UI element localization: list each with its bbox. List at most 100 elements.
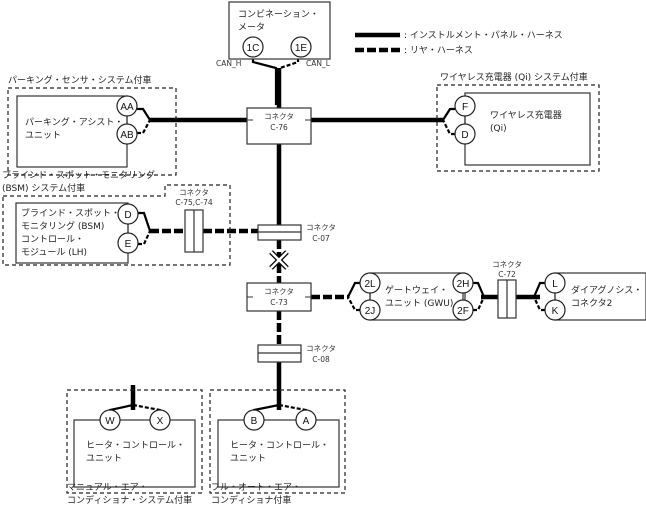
pin-bsm-d <box>117 203 139 225</box>
pin-2l-label: 2L <box>364 279 376 290</box>
can-h-label: CAN_H <box>216 59 241 68</box>
bsm-module-label-4: モジュール (LH) <box>21 248 87 258</box>
combination-meter: コンビネーション・ メータ 1C 1E CAN_H CAN_L <box>216 1 331 68</box>
gateway-unit-box <box>369 272 466 321</box>
connector-c73-label: コネクタ <box>264 287 294 296</box>
connector-c07-id: C-07 <box>312 234 330 243</box>
wire-pin-2h <box>473 281 486 298</box>
pin-w <box>99 409 121 431</box>
connector-c08-id: C-08 <box>312 355 330 364</box>
wireless-charger-label-2: (Qi) <box>490 124 507 134</box>
legend: : インストルメント・パネル・ハーネス : リヤ・ハーネス <box>355 30 563 56</box>
wireless-charger-label: ワイヤレス充電器 <box>490 109 562 121</box>
pin-x <box>149 409 171 431</box>
connector-c08: コネクタ C-08 <box>257 344 336 364</box>
connector-c73: コネクタ C-73 <box>246 282 312 312</box>
connector-c07: コネクタ C-07 <box>257 223 336 243</box>
parking-assist-unit-label-2: ユニット <box>25 131 61 141</box>
diagnosis-connector-box <box>554 272 646 321</box>
wireless-charger-group: ワイヤレス充電器 (Qi) システム付車 ワイヤレス充電器 (Qi) F D <box>436 71 600 172</box>
bsm-module-label-3: コントロール・ <box>21 235 84 245</box>
connector-c76-id: C-76 <box>270 123 288 132</box>
pin-l-label: L <box>552 279 558 290</box>
pin-1e <box>290 36 312 58</box>
connector-c08-label: コネクタ <box>306 344 336 353</box>
wire-pin-ab <box>137 119 151 135</box>
wire-pin-2l <box>347 281 360 298</box>
combination-meter-label: コンビネーション・ <box>238 9 319 20</box>
bsm-group: ブラインド・スポット・モニタリング (BSM) システム付車 ブラインド・スポッ… <box>2 169 231 266</box>
pin-2j <box>359 299 381 321</box>
wire-pin-2j <box>347 296 360 312</box>
pin-2l <box>359 272 381 294</box>
pin-l <box>544 272 566 294</box>
pin-k <box>544 299 566 321</box>
pin-bsm-d-label: D <box>124 210 131 221</box>
connector-c73-box <box>246 282 312 312</box>
wire-pin-k <box>533 296 545 312</box>
wireless-charger-group-border <box>436 84 600 172</box>
parking-assist-unit-label: パーキング・アシスト・ <box>25 116 123 128</box>
wireless-charger-group-label: ワイヤレス充電器 (Qi) システム付車 <box>440 71 588 83</box>
manual-heater-control-unit-label: ヒータ・コントロール・ <box>86 440 185 451</box>
auto-heater-control-unit-box <box>217 419 340 488</box>
pin-2f <box>452 299 474 321</box>
diagnosis-connector-label: ダイアグノシス・ <box>571 284 642 296</box>
connector-c76: コネクタ C-76 <box>246 107 312 145</box>
wire-can-h <box>251 58 278 105</box>
gateway-unit-label-2: ユニット (GWU) <box>385 299 453 309</box>
wire-pin-aa <box>137 107 151 121</box>
legend-instrument-panel-harness: : インストルメント・パネル・ハーネス <box>404 30 563 41</box>
pin-1e-label: 1E <box>295 43 308 54</box>
wire-pin-d <box>442 119 455 136</box>
connector-c76-label: コネクタ <box>264 112 294 121</box>
parking-sensor-group-border <box>7 87 177 176</box>
manual-ac-group: ヒータ・コントロール・ ユニット W X マニュアル・エア・ コンディショナ・シ… <box>66 389 203 506</box>
manual-heater-control-unit-label-2: ユニット <box>86 454 122 464</box>
gateway-unit-label: ゲートウェイ・ <box>385 284 448 296</box>
pin-2h-label: 2H <box>457 279 470 290</box>
diagnosis-connector-label-2: コネクタ2 <box>571 298 612 309</box>
connector-c07-label: コネクタ <box>306 223 336 232</box>
pin-d <box>454 123 476 145</box>
bsm-group-border <box>2 184 231 266</box>
pin-2f-label: 2F <box>457 306 469 317</box>
pin-b-label: B <box>251 416 258 427</box>
combination-meter-label-2: メータ <box>238 22 265 33</box>
cut-mark-icon <box>269 250 289 270</box>
bsm-module-label-2: モニタリング (BSM) <box>21 220 104 232</box>
bsm-module-box <box>15 202 129 264</box>
pin-f <box>454 95 476 117</box>
auto-heater-control-unit-label-2: ユニット <box>230 454 266 464</box>
legend-rear-harness: : リヤ・ハーネス <box>404 45 473 56</box>
connector-c75-c74-id: C-75,C-74 <box>175 198 213 207</box>
manual-ac-group-label: マニュアル・エア・ <box>67 483 148 493</box>
diagnosis-connector: ダイアグノシス・ コネクタ2 L K <box>532 272 646 321</box>
connector-c76-box <box>246 107 312 145</box>
gateway-unit: ゲートウェイ・ ユニット (GWU) 2L 2J 2H 2F <box>347 272 486 321</box>
pin-b <box>243 409 265 431</box>
connector-c73-id: C-73 <box>270 298 288 307</box>
pin-a-label: A <box>303 416 310 427</box>
auto-heater-control-unit-label: ヒータ・コントロール・ <box>230 440 329 451</box>
connector-c75-c74: コネクタ C-75,C-74 <box>175 188 213 253</box>
pin-2j-label: 2J <box>365 306 376 317</box>
manual-ac-group-label-2: コンディショナ・システム付車 <box>67 494 192 506</box>
wire-pin-f <box>442 107 455 121</box>
auto-ac-group-label: フル・オート・エア・ <box>211 482 301 493</box>
parking-assist-unit-box <box>16 95 128 168</box>
bsm-group-label-2: (BSM) システム付車 <box>2 182 85 194</box>
pin-2h <box>452 272 474 294</box>
auto-ac-group-label-2: コンディショナ付車 <box>211 494 291 506</box>
pin-w-label: W <box>105 416 115 427</box>
parking-sensor-group-label: パーキング・センサ・システム付車 <box>8 74 151 86</box>
pin-bsm-e-label: E <box>125 239 132 250</box>
pin-1c-label: 1C <box>247 43 260 54</box>
pin-aa <box>116 95 138 117</box>
connector-c72-label: コネクタ <box>492 260 522 269</box>
connector-c72-id: C-72 <box>498 270 516 279</box>
parking-sensor-group: パーキング・センサ・システム付車 パーキング・アシスト・ ユニット AA AB <box>7 74 177 176</box>
pin-ab <box>116 123 138 145</box>
wire-pin-l <box>532 281 545 298</box>
pin-a <box>295 409 317 431</box>
